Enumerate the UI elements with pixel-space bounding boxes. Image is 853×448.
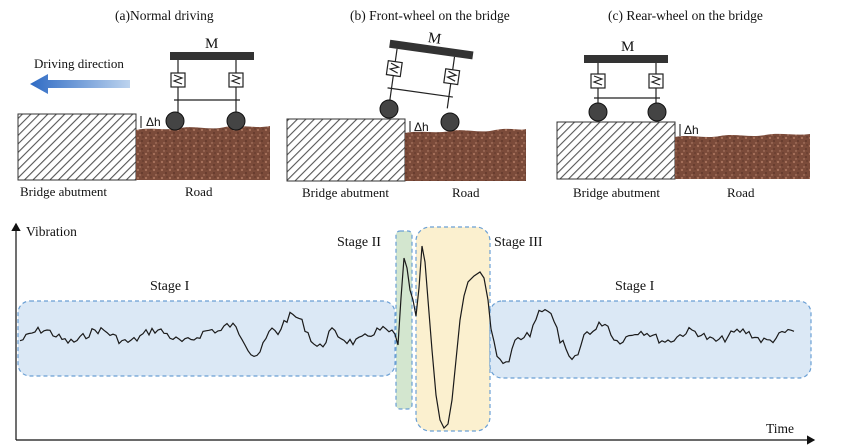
rear-wheel xyxy=(226,111,246,131)
delta-h-label: Δh xyxy=(146,115,161,129)
stage-1-left-region xyxy=(17,300,396,377)
road-surface xyxy=(136,126,270,180)
x-axis-label: Time xyxy=(766,421,794,436)
stage-label-2: Stage II xyxy=(337,235,381,250)
vehicle-mass xyxy=(584,55,668,63)
rear-wheel xyxy=(647,102,667,122)
abutment-label: Bridge abutment xyxy=(573,185,660,200)
road-surface xyxy=(405,128,526,181)
stage-2-region xyxy=(395,230,413,410)
road-surface xyxy=(675,133,810,179)
panel-a: (a)Normal driving Driving direction Δh M… xyxy=(17,8,270,199)
delta-h-label: Δh xyxy=(414,120,429,134)
panel-caption: (b) Front-wheel on the bridge xyxy=(350,8,510,23)
stage-label-3: Stage III xyxy=(494,235,543,250)
road-label: Road xyxy=(727,185,755,200)
stage-3-region xyxy=(415,226,491,432)
mass-label: M xyxy=(621,39,634,55)
bridge-abutment xyxy=(17,113,137,181)
vehicle-mass xyxy=(389,39,474,60)
panel-b: (b) Front-wheel on the bridge Δh M Bridg… xyxy=(286,8,526,200)
abutment-label: Bridge abutment xyxy=(302,185,389,200)
driving-direction-label: Driving direction xyxy=(34,56,124,71)
stage-label-1-left: Stage I xyxy=(150,279,190,294)
bridge-abutment xyxy=(556,121,676,180)
mass-label: M xyxy=(427,30,442,48)
vibration-signal xyxy=(19,245,795,430)
y-axis-label: Vibration xyxy=(26,224,77,239)
road-label: Road xyxy=(452,185,480,200)
panel-caption: (c) Rear-wheel on the bridge xyxy=(608,8,763,23)
abutment-label: Bridge abutment xyxy=(20,184,107,199)
bridge-abutment xyxy=(286,118,406,182)
panel-c: (c) Rear-wheel on the bridge Δh M Bridge… xyxy=(556,8,810,200)
front-wheel xyxy=(165,111,185,131)
front-wheel xyxy=(379,99,399,119)
vibration-plot: Vibration Time Stage I Stage II Stage II… xyxy=(11,222,816,445)
rear-wheel xyxy=(440,112,460,132)
front-wheel xyxy=(588,102,608,122)
stage-1-right-region xyxy=(489,300,812,379)
panel-caption: (a)Normal driving xyxy=(115,8,214,23)
road-label: Road xyxy=(185,184,213,199)
mass-label: M xyxy=(205,36,218,52)
vehicle-mass xyxy=(170,52,254,60)
stage-label-1-right: Stage I xyxy=(615,279,655,294)
delta-h-label: Δh xyxy=(684,123,699,137)
driving-direction-arrow xyxy=(30,74,130,94)
